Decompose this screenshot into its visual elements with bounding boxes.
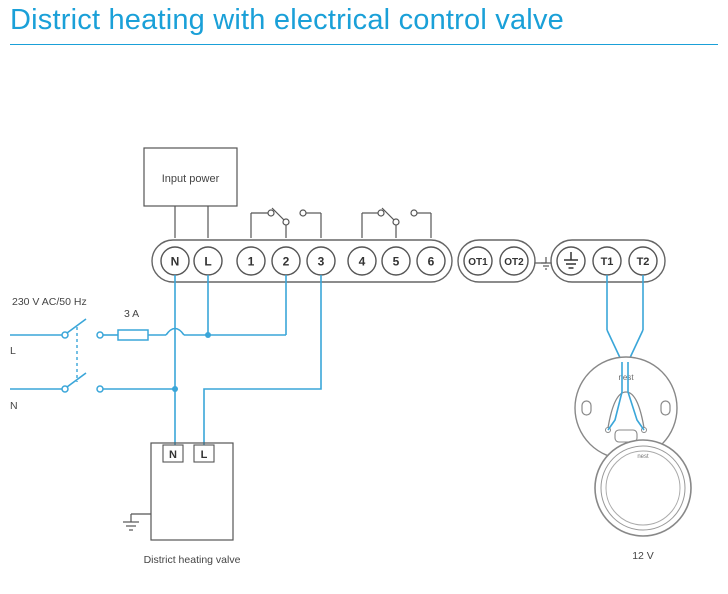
terminal-earth <box>556 246 586 276</box>
valve-terminal-L: L <box>201 449 208 461</box>
relay-switch-1 <box>250 207 322 238</box>
terminal-L: L <box>193 246 223 276</box>
fuse <box>103 329 166 341</box>
terminal-OT1-label: OT1 <box>468 257 488 268</box>
terminal-5: 5 <box>381 246 411 276</box>
earth-icon <box>564 252 578 269</box>
input-power-block: Input power <box>143 147 238 238</box>
terminal-T2-label: T2 <box>637 256 650 268</box>
valve-label: District heating valve <box>144 554 241 566</box>
fuse-label: 3 A <box>124 308 139 320</box>
terminal-1: 1 <box>236 246 266 276</box>
terminal-3-label: 3 <box>318 255 325 269</box>
earth-symbol-small <box>535 257 551 270</box>
neutral-label: N <box>10 400 18 412</box>
terminal-4-label: 4 <box>359 255 366 269</box>
supply-voltage-label: 230 V AC/50 Hz <box>12 296 87 308</box>
wiring <box>103 275 322 445</box>
thermostat-voltage-label: 12 V <box>632 550 654 562</box>
terminal-OT2: OT2 <box>499 246 529 276</box>
backplate-brand: nest <box>618 373 634 382</box>
terminal-OT1: OT1 <box>463 246 493 276</box>
terminal-3: 3 <box>306 246 336 276</box>
district-heating-valve: N L District heating valve <box>123 442 241 566</box>
nest-thermostat: nest nest 12 V <box>574 275 692 562</box>
terminal-2: 2 <box>271 246 301 276</box>
isolator-switch <box>10 318 104 393</box>
input-power-label: Input power <box>162 173 220 185</box>
relay-switch-2 <box>361 207 432 238</box>
valve-earth-icon <box>123 513 151 531</box>
terminal-1-label: 1 <box>248 255 255 269</box>
valve-terminal-N: N <box>169 449 177 461</box>
page-title: District heating with electrical control… <box>10 4 564 36</box>
terminal-2-label: 2 <box>283 255 290 269</box>
title-rule <box>10 44 718 45</box>
live-label: L <box>10 345 16 357</box>
terminal-strip-main <box>151 239 453 283</box>
terminal-OT2-label: OT2 <box>504 257 524 268</box>
terminal-5-label: 5 <box>393 255 400 269</box>
terminal-6-label: 6 <box>428 255 435 269</box>
terminal-T1: T1 <box>592 246 622 276</box>
terminal-4: 4 <box>347 246 377 276</box>
terminal-L-label: L <box>204 255 211 269</box>
terminal-N: N <box>160 246 190 276</box>
terminal-T1-label: T1 <box>601 256 614 268</box>
terminal-N-label: N <box>171 255 180 269</box>
display-brand: nest <box>637 454 649 460</box>
terminal-6: 6 <box>416 246 446 276</box>
terminal-T2: T2 <box>628 246 658 276</box>
